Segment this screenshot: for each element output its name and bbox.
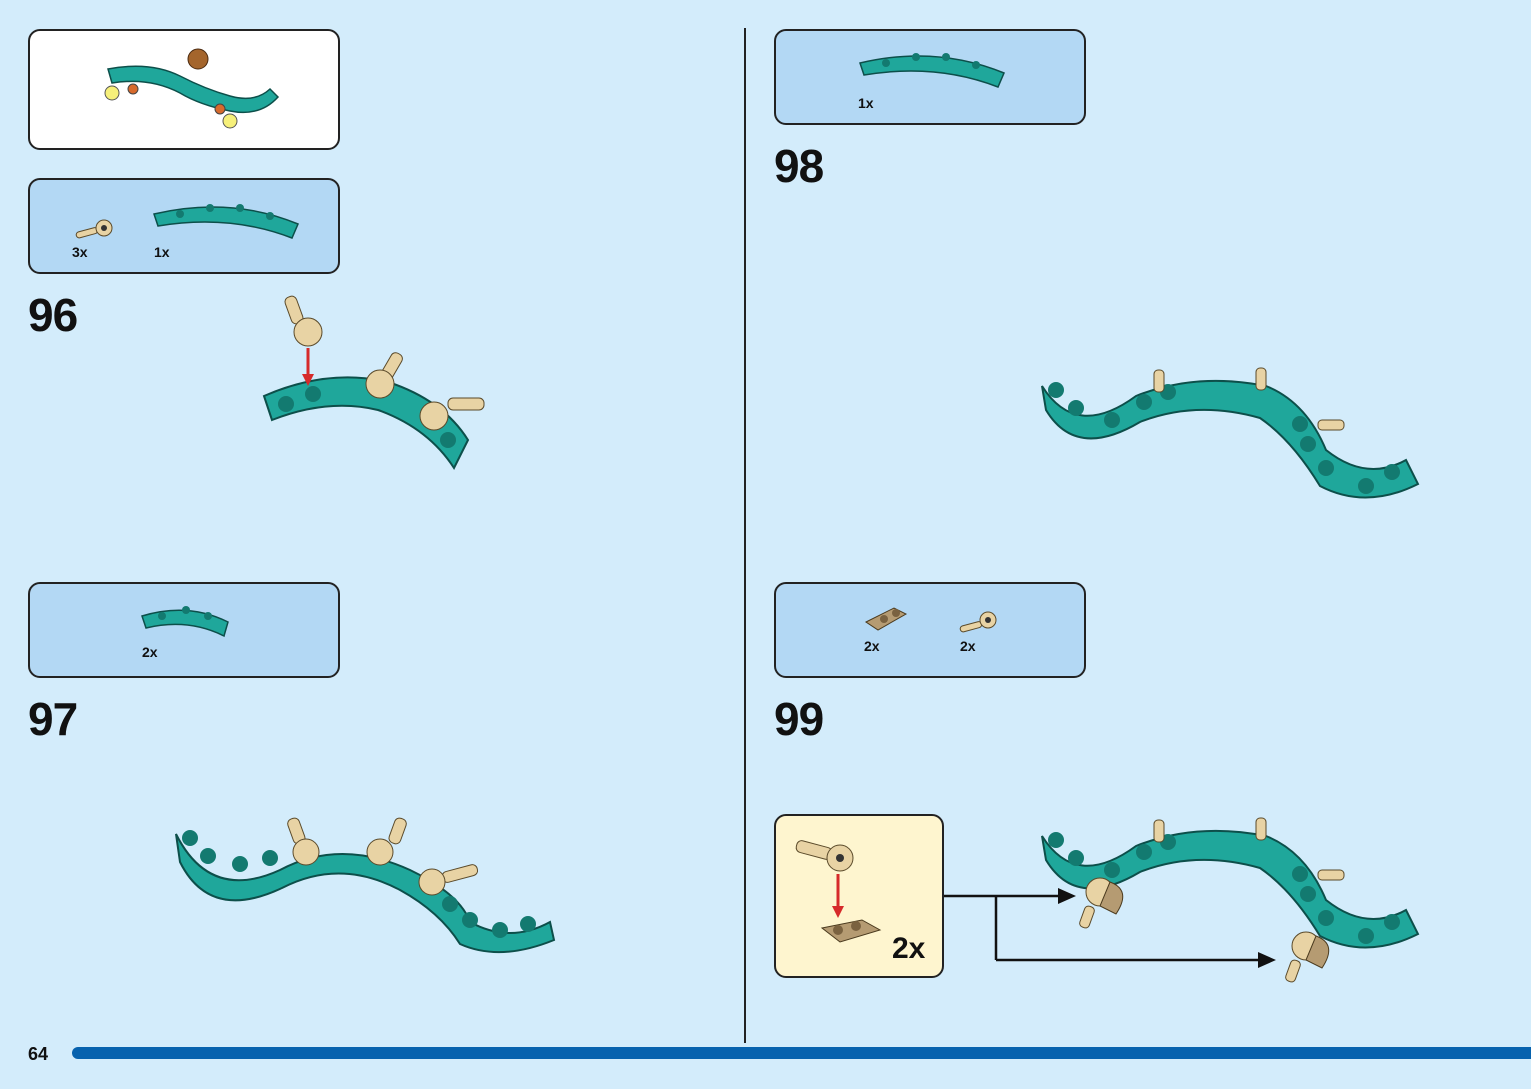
step-96-number: 96	[28, 292, 77, 338]
page-number: 64	[28, 1044, 48, 1065]
step-99-parts-box: 2x 2x	[774, 582, 1086, 678]
step-96-parts-box: 3x 1x	[28, 178, 340, 274]
page-accent-bar	[72, 1047, 1531, 1059]
step-96-part-1-qty: 3x	[72, 244, 88, 260]
step-98-part-1-qty: 1x	[858, 95, 874, 111]
teal-curved-plate-small-icon	[138, 602, 238, 642]
tan-clip-plate-icon	[958, 608, 1008, 642]
step-98-parts-box: 1x	[774, 29, 1086, 125]
subassembly-qty: 2x	[892, 932, 925, 966]
teal-curved-plate-icon	[150, 194, 310, 244]
preview-box	[28, 29, 340, 150]
step-97-number: 97	[28, 696, 77, 742]
page-divider	[744, 28, 746, 1043]
step-99-subassembly-box: 2x	[774, 814, 944, 978]
step-96-part-2-qty: 1x	[154, 244, 170, 260]
step-98-illustration	[1036, 360, 1436, 520]
step-99-part-2-qty: 2x	[960, 638, 976, 654]
teal-curved-plate-icon	[856, 43, 1016, 93]
step-99-part-1-qty: 2x	[864, 638, 880, 654]
step-99-illustration	[1036, 810, 1436, 990]
step-99-number: 99	[774, 696, 823, 742]
step-96-illustration	[258, 290, 498, 480]
tan-clip-plate-icon	[74, 216, 124, 246]
dark-tan-plate-icon	[862, 604, 912, 638]
step-97-part-1-qty: 2x	[142, 644, 158, 660]
step-98-number: 98	[774, 143, 823, 189]
step-97-illustration	[170, 812, 570, 962]
step-97-parts-box: 2x	[28, 582, 340, 678]
assembled-dragon-section-icon	[30, 31, 340, 150]
